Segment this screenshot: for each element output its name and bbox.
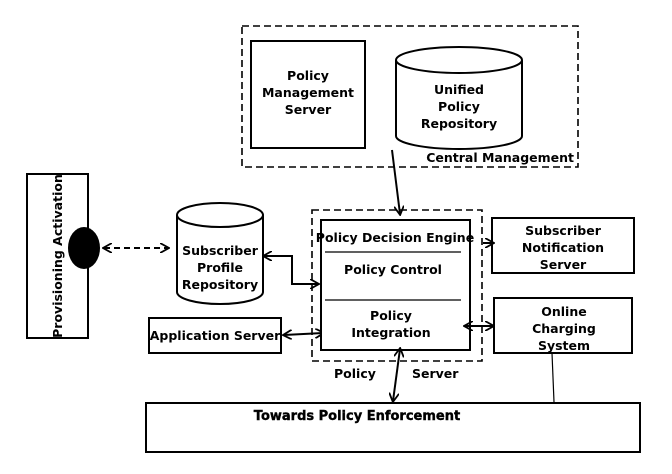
online-charging-system-line-3: System — [538, 338, 590, 353]
subscriber-profile-repository-line-3: Repository — [182, 277, 258, 292]
policy-server-label-right: Server — [412, 366, 459, 381]
policy-server-group — [311, 209, 483, 362]
unified-policy-repository-line-2: Policy — [438, 99, 480, 114]
online-charging-system: Online Charging System — [493, 297, 633, 354]
provisioning-activation-label: Provisioning Activation — [50, 174, 65, 338]
towards-policy-enforcement-label: Towards Policy Enforcement — [254, 409, 460, 424]
policy-decision-engine-label: Policy Decision Engine — [316, 230, 474, 245]
central-management-group — [241, 25, 579, 168]
provisioning-activation: Provisioning Activation — [26, 173, 100, 339]
subscriber-profile-repository-line-1: Subscriber — [182, 243, 259, 258]
policy-management-server-line-3: Server — [285, 102, 332, 117]
online-charging-system-line-1: Online — [541, 304, 586, 319]
policy-control-label: Policy Control — [344, 262, 442, 277]
spr-to-policy-server-arrow — [264, 256, 318, 284]
subscriber-notification-server-line-2: Notification — [522, 240, 604, 255]
policy-management-server-line-1: Policy — [287, 68, 329, 83]
subscriber-notification-server: Subscriber Notification Server — [491, 217, 635, 274]
subscriber-profile-repository-line-2: Profile — [197, 260, 243, 275]
app-server-to-policy-server-arrow — [284, 333, 323, 335]
central-to-policy-server-arrow — [391, 149, 400, 214]
policy-integration-line-1: Policy — [370, 308, 412, 323]
unified-policy-repository-line-3: Repository — [421, 116, 497, 131]
unified-policy-repository-cylinder: Unified Policy Repository — [395, 46, 523, 150]
policy-server-to-enforcement-arrow — [393, 349, 400, 401]
subscriber-profile-repository-cylinder: Subscriber Profile Repository — [176, 202, 264, 305]
policy-management-server-line-2: Management — [262, 85, 354, 100]
subscriber-notification-server-line-3: Server — [540, 257, 587, 272]
subscriber-notification-server-line-1: Subscriber — [525, 223, 602, 238]
provisioning-port-dot — [68, 227, 100, 269]
ocs-to-enforcement-line — [551, 352, 555, 403]
policy-server-label-left: Policy — [334, 366, 376, 381]
application-server: Application Server — [148, 317, 282, 354]
policy-integration-line-2: Integration — [351, 325, 430, 340]
policy-management-server: Policy Management Server — [250, 40, 366, 149]
unified-policy-repository-line-1: Unified — [434, 82, 484, 97]
towards-policy-enforcement: Towards Policy Enforcement — [145, 402, 641, 453]
central-management-label: Central Management — [426, 150, 574, 165]
online-charging-system-line-2: Charging — [532, 321, 596, 336]
application-server-label: Application Server — [150, 328, 281, 343]
policy-server-box: Policy Decision Engine Policy Control Po… — [316, 219, 474, 351]
